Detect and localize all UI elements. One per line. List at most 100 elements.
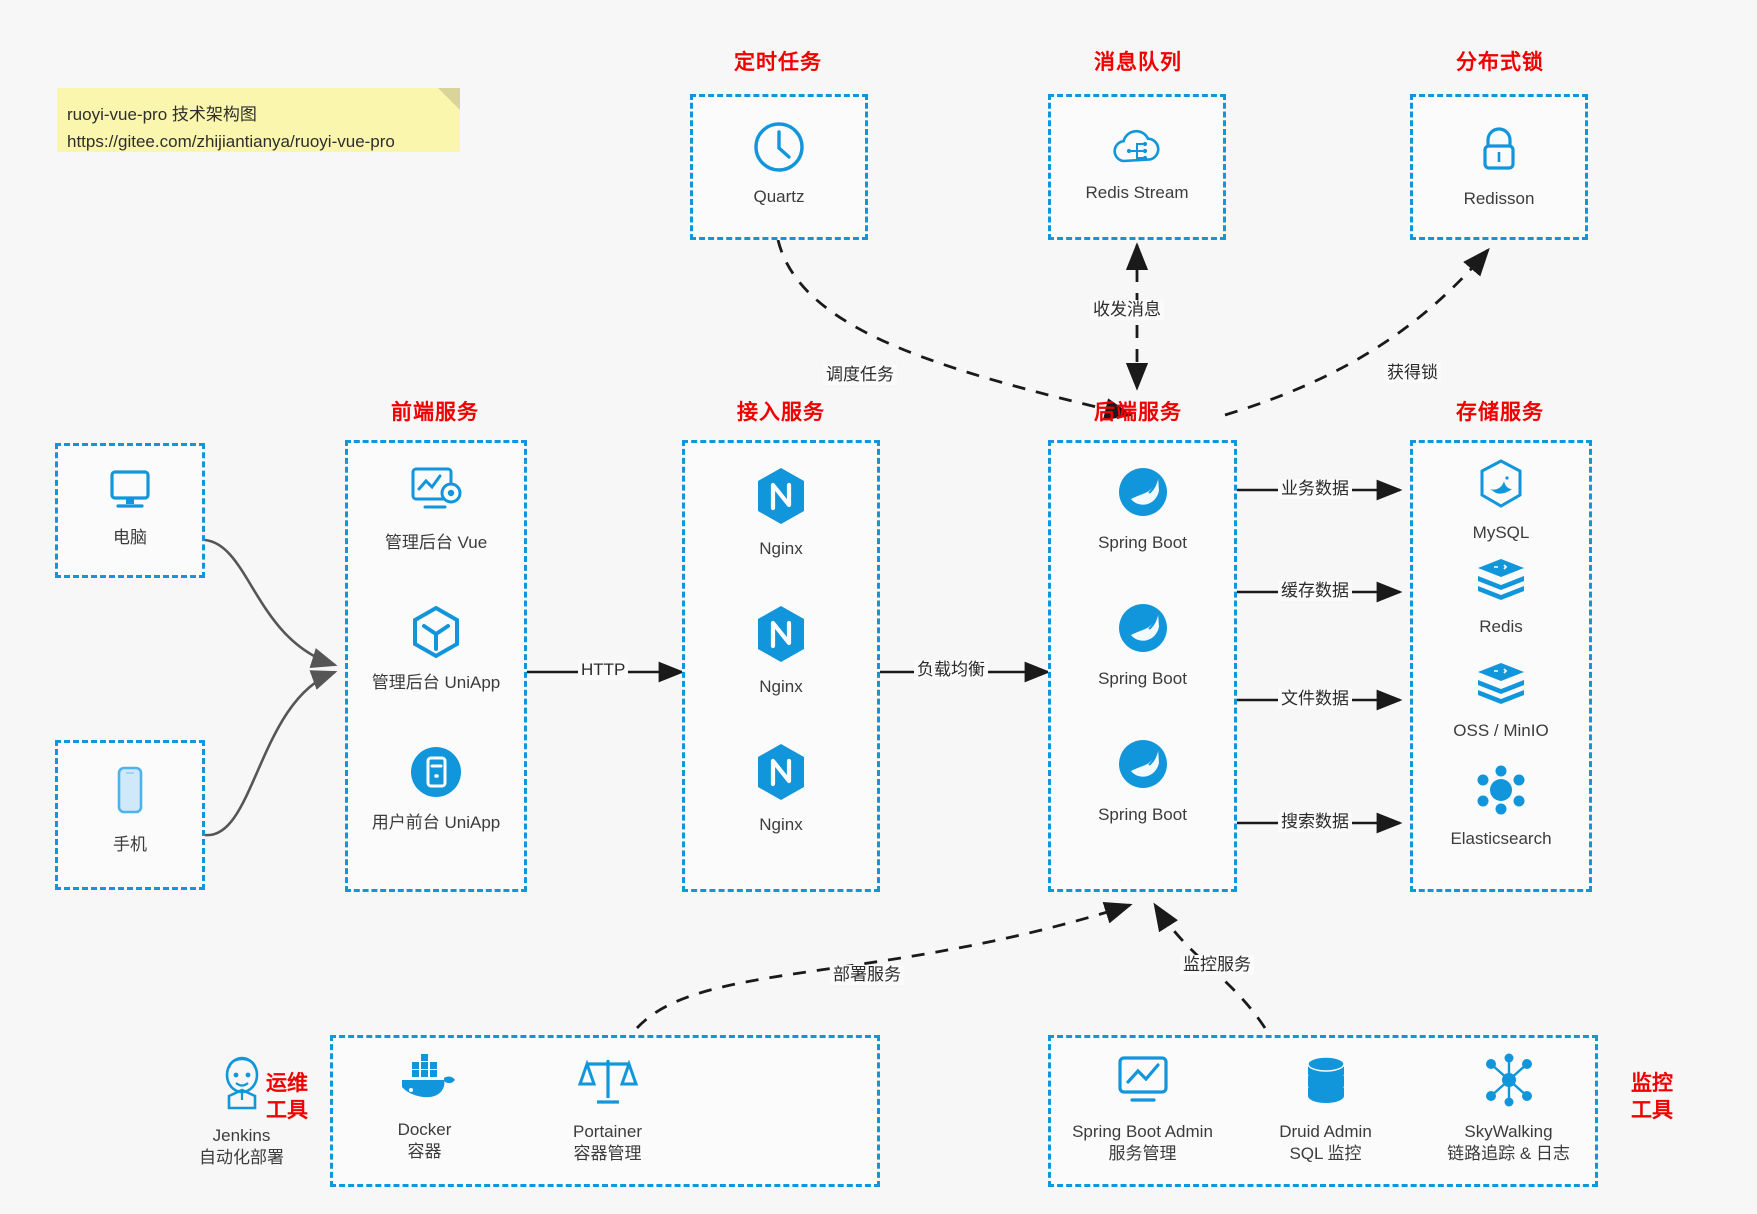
title-note: ruoyi-vue-pro 技术架构图 https://gitee.com/zh…	[57, 88, 460, 152]
node-label: OSS / MinIO	[1453, 721, 1549, 740]
node-label: 手机	[113, 835, 147, 854]
node-spring-boot-1[interactable]: Spring Boot	[1051, 463, 1234, 554]
edge-label-http: HTTP	[578, 660, 629, 680]
nginx-icon	[685, 603, 877, 670]
node-spring-boot-2[interactable]: Spring Boot	[1051, 599, 1234, 690]
group-title-gateway: 接入服务	[737, 401, 825, 424]
group-box-client-desktop: 电脑	[55, 443, 205, 578]
node-sublabel: 链路追踪 & 日志	[1447, 1144, 1570, 1163]
node-sublabel: SQL 监控	[1289, 1144, 1362, 1163]
node-redis[interactable]: Redis	[1413, 555, 1589, 638]
node-label: Portainer	[573, 1122, 642, 1141]
node-label: Redis Stream	[1085, 183, 1189, 202]
jenkins-butler-icon	[150, 1052, 333, 1119]
node-redisson[interactable]: Redisson	[1413, 121, 1585, 210]
monitor-title-line-2: 工具	[1631, 1099, 1673, 1122]
node-spring-boot-3[interactable]: Spring Boot	[1051, 735, 1234, 826]
node-docker[interactable]: Docker 容器	[333, 1052, 516, 1163]
node-label: SkyWalking	[1464, 1122, 1553, 1141]
spring-leaf-icon	[1051, 735, 1234, 798]
group-box-client-mobile: 手机	[55, 740, 205, 890]
node-skywalking[interactable]: SkyWalking 链路追踪 & 日志	[1417, 1052, 1600, 1165]
elasticsearch-icon	[1413, 763, 1589, 822]
node-label: Nginx	[759, 815, 803, 834]
node-label: Redisson	[1463, 189, 1535, 208]
node-label: Elasticsearch	[1450, 829, 1552, 848]
group-title-frontend: 前端服务	[391, 401, 479, 424]
node-label: Nginx	[759, 539, 803, 558]
nginx-icon	[685, 465, 877, 532]
node-label: Druid Admin	[1279, 1122, 1372, 1141]
group-box-scheduled-task: Quartz	[690, 94, 868, 240]
group-box-backend: Spring Boot Spring Boot Spring Boot	[1048, 440, 1237, 892]
redis-stack-icon	[1413, 555, 1589, 610]
node-label: 电脑	[113, 528, 147, 547]
skywalking-icon	[1417, 1052, 1600, 1115]
node-jenkins[interactable]: Jenkins 自动化部署	[150, 1052, 333, 1169]
note-line-1: ruoyi-vue-pro 技术架构图	[67, 105, 257, 124]
node-label: 管理后台 Vue	[384, 533, 488, 552]
node-user-uniapp[interactable]: 用户前台 UniApp	[348, 743, 524, 834]
app-circle-icon	[348, 743, 524, 806]
group-box-monitor-tools: Spring Boot Admin 服务管理 Druid Admin SQL 监…	[1048, 1035, 1598, 1187]
edge-label-send-receive-message: 收发消息	[1090, 300, 1164, 320]
group-box-gateway: Nginx Nginx Nginx	[682, 440, 880, 892]
node-oss-minio[interactable]: OSS / MinIO	[1413, 659, 1589, 742]
database-icon	[1234, 1052, 1417, 1115]
node-mysql[interactable]: MySQL	[1413, 457, 1589, 544]
node-nginx-1[interactable]: Nginx	[685, 465, 877, 560]
group-title-message-queue: 消息队列	[1094, 51, 1182, 74]
node-label: 用户前台 UniApp	[371, 813, 501, 832]
node-spring-boot-admin[interactable]: Spring Boot Admin 服务管理	[1051, 1052, 1234, 1165]
node-redis-stream[interactable]: Redis Stream	[1051, 123, 1223, 204]
clock-icon	[693, 119, 865, 180]
node-label: Spring Boot	[1098, 533, 1187, 552]
node-elasticsearch[interactable]: Elasticsearch	[1413, 763, 1589, 850]
edge-label-business-data: 业务数据	[1278, 479, 1352, 499]
group-title-scheduled-task: 定时任务	[734, 51, 822, 74]
ops-title-line-1: 运维	[266, 1072, 308, 1095]
node-label: 管理后台 UniApp	[371, 673, 501, 692]
node-nginx-2[interactable]: Nginx	[685, 603, 877, 698]
mobile-icon	[58, 763, 202, 828]
edge-label-acquire-lock: 获得锁	[1384, 363, 1441, 383]
node-label: MySQL	[1472, 523, 1530, 542]
node-sublabel: 容器	[407, 1142, 442, 1161]
nginx-icon	[685, 741, 877, 808]
group-box-ops-tools: Jenkins 自动化部署 Docker 容器	[199, 1035, 880, 1187]
lock-icon	[1413, 121, 1585, 182]
node-label: Spring Boot	[1098, 805, 1187, 824]
node-nginx-3[interactable]: Nginx	[685, 741, 877, 836]
dashboard-gear-icon	[348, 463, 524, 526]
redis-stack-icon	[1413, 659, 1589, 714]
group-title-ops-tools: 运维 工具	[252, 1070, 322, 1124]
group-title-storage: 存储服务	[1456, 401, 1544, 424]
monitor-title-line-1: 监控	[1631, 1072, 1673, 1095]
node-druid-admin[interactable]: Druid Admin SQL 监控	[1234, 1052, 1417, 1165]
group-box-storage: MySQL Redis OSS	[1410, 440, 1592, 892]
node-desktop[interactable]: 电脑	[58, 464, 202, 549]
node-admin-vue[interactable]: 管理后台 Vue	[348, 463, 524, 554]
spring-leaf-icon	[1051, 599, 1234, 662]
node-label: Spring Boot	[1098, 669, 1187, 688]
scales-icon	[516, 1052, 699, 1115]
group-title-distributed-lock: 分布式锁	[1456, 51, 1544, 74]
node-sublabel: 容器管理	[573, 1144, 642, 1163]
group-box-distributed-lock: Redisson	[1410, 94, 1588, 240]
note-line-2: https://gitee.com/zhijiantianya/ruoyi-vu…	[67, 132, 395, 151]
node-portainer[interactable]: Portainer 容器管理	[516, 1052, 699, 1165]
node-mobile[interactable]: 手机	[58, 763, 202, 856]
node-label: Nginx	[759, 677, 803, 696]
node-admin-uniapp[interactable]: 管理后台 UniApp	[348, 603, 524, 694]
ops-title-line-2: 工具	[266, 1099, 308, 1122]
group-title-monitor-tools: 监控 工具	[1612, 1070, 1692, 1124]
note-fold-icon	[438, 88, 460, 110]
node-sublabel: 服务管理	[1108, 1144, 1177, 1163]
spring-leaf-icon	[1051, 463, 1234, 526]
node-quartz[interactable]: Quartz	[693, 119, 865, 208]
docker-whale-icon	[333, 1052, 516, 1113]
edge-label-monitor-service: 监控服务	[1180, 955, 1254, 975]
edge-label-schedule-task: 调度任务	[823, 365, 897, 385]
edge-label-file-data: 文件数据	[1278, 689, 1352, 709]
